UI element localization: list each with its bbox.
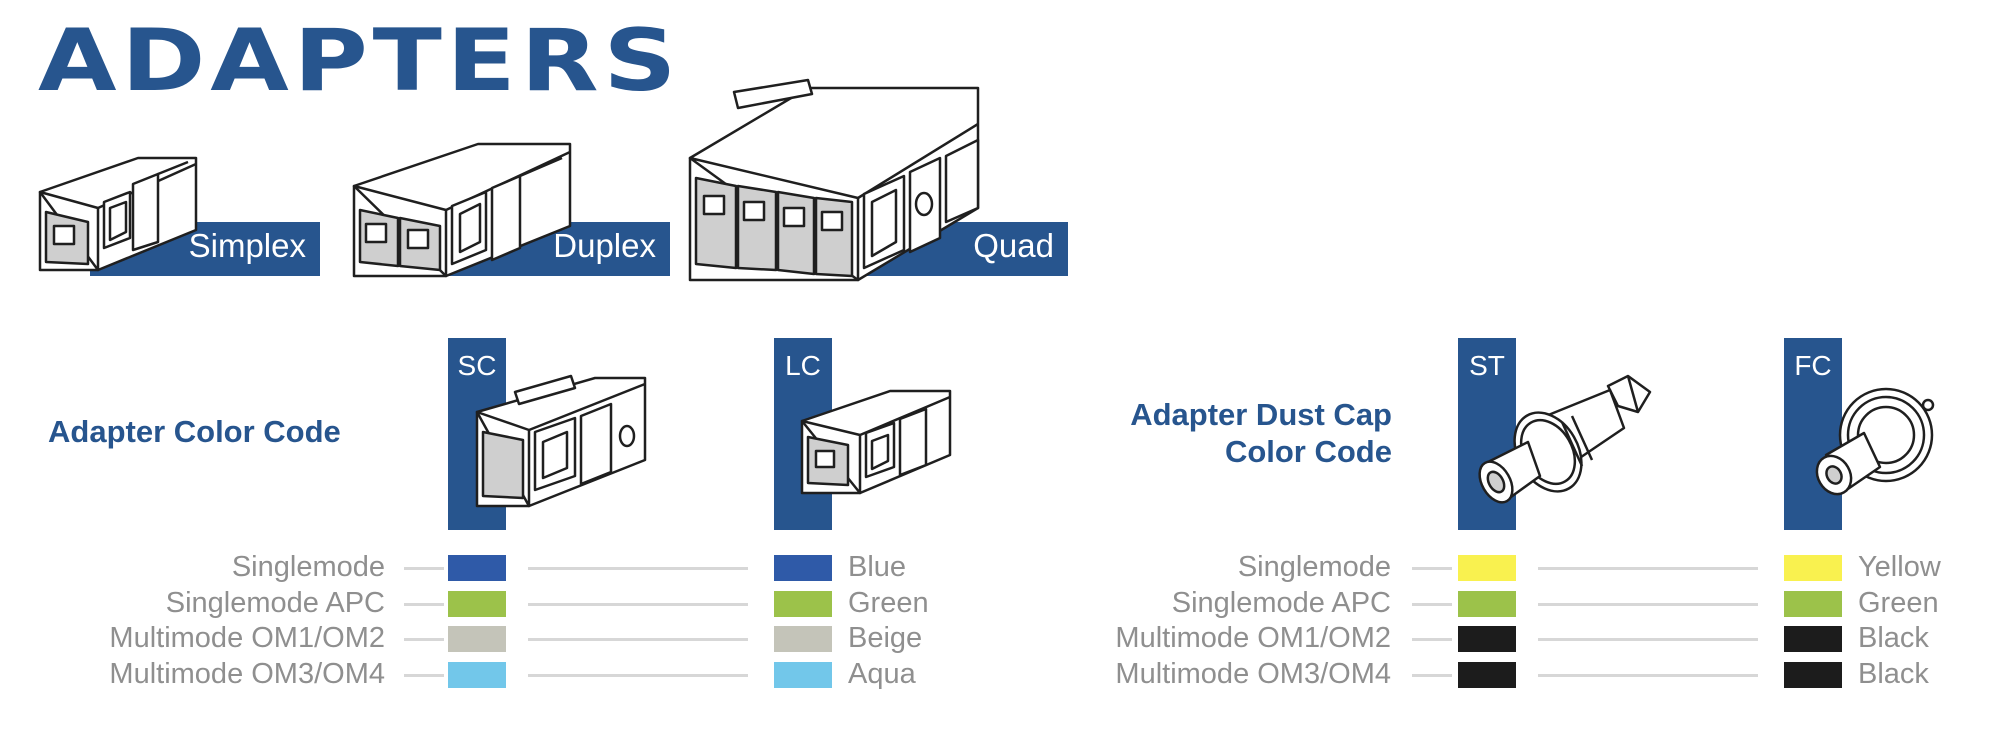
fc-adapter-icon <box>1815 387 1935 496</box>
duplex-label: Duplex <box>553 227 656 264</box>
connector-line <box>404 603 444 606</box>
dust-cap-row-label: Singlemode <box>1237 551 1391 583</box>
dust-cap-title-line1: Adapter Dust Cap <box>1130 397 1392 432</box>
fc-color-swatch <box>1784 555 1842 581</box>
connector-line <box>1538 638 1758 641</box>
dust-cap-color-code-title: Adapter Dust Cap Color Code <box>1130 396 1392 470</box>
lc-adapter-icon <box>800 389 952 495</box>
adapter-color-code-title: Adapter Color Code <box>48 414 341 449</box>
color-name: Yellow <box>1858 551 1941 583</box>
connector-line <box>1412 603 1452 606</box>
simplex-label: Simplex <box>188 227 306 264</box>
connector-line <box>1538 674 1758 677</box>
duplex-adapter-icon <box>352 142 572 278</box>
color-name: Green <box>848 587 929 619</box>
sc-color-swatch <box>448 555 506 581</box>
lc-color-swatch <box>774 591 832 617</box>
page-title: ADAPTERS <box>38 11 682 111</box>
fc-column-bar: FC <box>1784 338 1842 530</box>
fc-color-swatch <box>1784 662 1842 688</box>
sc-column-label: SC <box>457 350 497 381</box>
connector-line <box>1412 674 1452 677</box>
color-code-row-label: Singlemode APC <box>165 587 385 619</box>
dust-cap-row-label: Multimode OM1/OM2 <box>1115 622 1391 654</box>
sc-color-swatch <box>448 626 506 652</box>
sc-color-swatch <box>448 662 506 688</box>
connector-line <box>528 674 748 677</box>
quad-adapter-icon <box>688 78 980 282</box>
connector-line <box>1538 567 1758 570</box>
connector-line <box>1412 567 1452 570</box>
quad-label: Quad <box>973 227 1054 264</box>
connector-line <box>528 603 748 606</box>
st-column-label: ST <box>1469 350 1505 381</box>
dust-cap-row-label: Multimode OM3/OM4 <box>1115 658 1391 690</box>
st-color-swatch <box>1458 662 1516 688</box>
fc-column-label: FC <box>1794 350 1832 381</box>
connector-line <box>528 638 748 641</box>
color-name: Aqua <box>848 658 916 690</box>
connector-line <box>404 638 444 641</box>
st-column-bar: ST <box>1458 338 1516 530</box>
color-code-row-label: Multimode OM3/OM4 <box>109 658 385 690</box>
lc-color-swatch <box>774 555 832 581</box>
color-name: Black <box>1858 622 1929 654</box>
color-code-row-label: Singlemode <box>231 551 385 583</box>
dust-cap-row-label: Singlemode APC <box>1171 587 1391 619</box>
connector-line <box>404 674 444 677</box>
lc-color-swatch <box>774 662 832 688</box>
lc-color-swatch <box>774 626 832 652</box>
simplex-adapter-icon <box>38 156 198 272</box>
st-color-swatch <box>1458 591 1516 617</box>
st-adapter-icon <box>1478 374 1652 504</box>
color-name: Beige <box>848 622 923 654</box>
fc-color-swatch <box>1784 591 1842 617</box>
lc-column-label: LC <box>785 350 821 381</box>
st-color-swatch <box>1458 626 1516 652</box>
color-name: Blue <box>848 551 907 583</box>
connector-line <box>1412 638 1452 641</box>
sc-color-swatch <box>448 591 506 617</box>
connector-line <box>404 567 444 570</box>
dust-cap-title-line2: Color Code <box>1224 434 1392 470</box>
fc-color-swatch <box>1784 626 1842 652</box>
st-color-swatch <box>1458 555 1516 581</box>
sc-adapter-icon <box>475 374 647 508</box>
connector-line <box>1538 603 1758 606</box>
connector-line <box>528 567 748 570</box>
color-name: Green <box>1858 587 1939 619</box>
color-code-row-label: Multimode OM1/OM2 <box>109 622 385 654</box>
color-name: Black <box>1858 658 1929 690</box>
